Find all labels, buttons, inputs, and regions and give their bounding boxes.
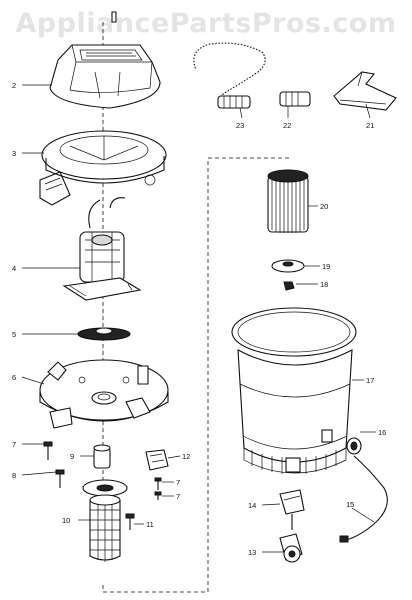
callout-12: 12 bbox=[182, 452, 190, 461]
callout-5: 5 bbox=[12, 330, 16, 339]
callout-21: 21 bbox=[366, 121, 374, 130]
part-7-screws-right bbox=[154, 477, 162, 500]
callout-8: 8 bbox=[12, 471, 16, 480]
part-9-float-cylinder bbox=[93, 444, 111, 469]
callout-18: 18 bbox=[320, 280, 328, 289]
part-6-lid-plate bbox=[39, 359, 169, 429]
leader-lines bbox=[21, 84, 376, 553]
part-21-floor-nozzle bbox=[333, 71, 397, 111]
callout-7b: 7 bbox=[176, 478, 180, 487]
watermark-text: AppliancePartsPros.com bbox=[15, 8, 397, 39]
callout-14: 14 bbox=[248, 501, 256, 510]
callout-2: 2 bbox=[12, 81, 16, 90]
part-17-tank bbox=[231, 307, 357, 474]
part-3-motor-housing bbox=[39, 130, 167, 206]
callout-6: 6 bbox=[12, 373, 16, 382]
part-10-filter-cage bbox=[82, 479, 128, 562]
part-12-float-cage bbox=[145, 449, 169, 471]
callout-9: 9 bbox=[70, 452, 74, 461]
part-2-motor-cover bbox=[49, 11, 161, 109]
part-16-drain-cap bbox=[346, 437, 362, 455]
part-14-caster-mount bbox=[279, 489, 305, 530]
part-4-motor bbox=[62, 197, 142, 301]
callout-16: 16 bbox=[378, 428, 386, 437]
part-8-screw bbox=[55, 469, 65, 488]
callout-4: 4 bbox=[12, 264, 16, 273]
callout-23: 23 bbox=[236, 121, 244, 130]
callout-7a: 7 bbox=[12, 440, 16, 449]
callout-7c: 7 bbox=[176, 492, 180, 501]
callout-3: 3 bbox=[12, 149, 16, 158]
part-18-nut bbox=[283, 281, 295, 291]
callout-19: 19 bbox=[322, 262, 330, 271]
part-13-caster bbox=[279, 533, 303, 563]
callout-17: 17 bbox=[366, 376, 374, 385]
part-20-filter bbox=[267, 169, 309, 233]
part-23-hose bbox=[190, 39, 269, 109]
callout-13: 13 bbox=[248, 548, 256, 557]
assembly-axis-right bbox=[102, 157, 290, 593]
part-11-screw bbox=[125, 513, 135, 530]
callout-20: 20 bbox=[320, 202, 328, 211]
part-15-strap bbox=[339, 455, 388, 543]
part-22-coupling bbox=[279, 91, 311, 107]
part-7-screw-left bbox=[43, 441, 53, 460]
callout-10: 10 bbox=[62, 516, 70, 525]
part-19-retainer bbox=[271, 259, 305, 273]
part-5-impeller bbox=[77, 327, 131, 341]
callout-11: 11 bbox=[146, 520, 154, 529]
callout-22: 22 bbox=[283, 121, 291, 130]
callout-15: 15 bbox=[346, 500, 354, 509]
